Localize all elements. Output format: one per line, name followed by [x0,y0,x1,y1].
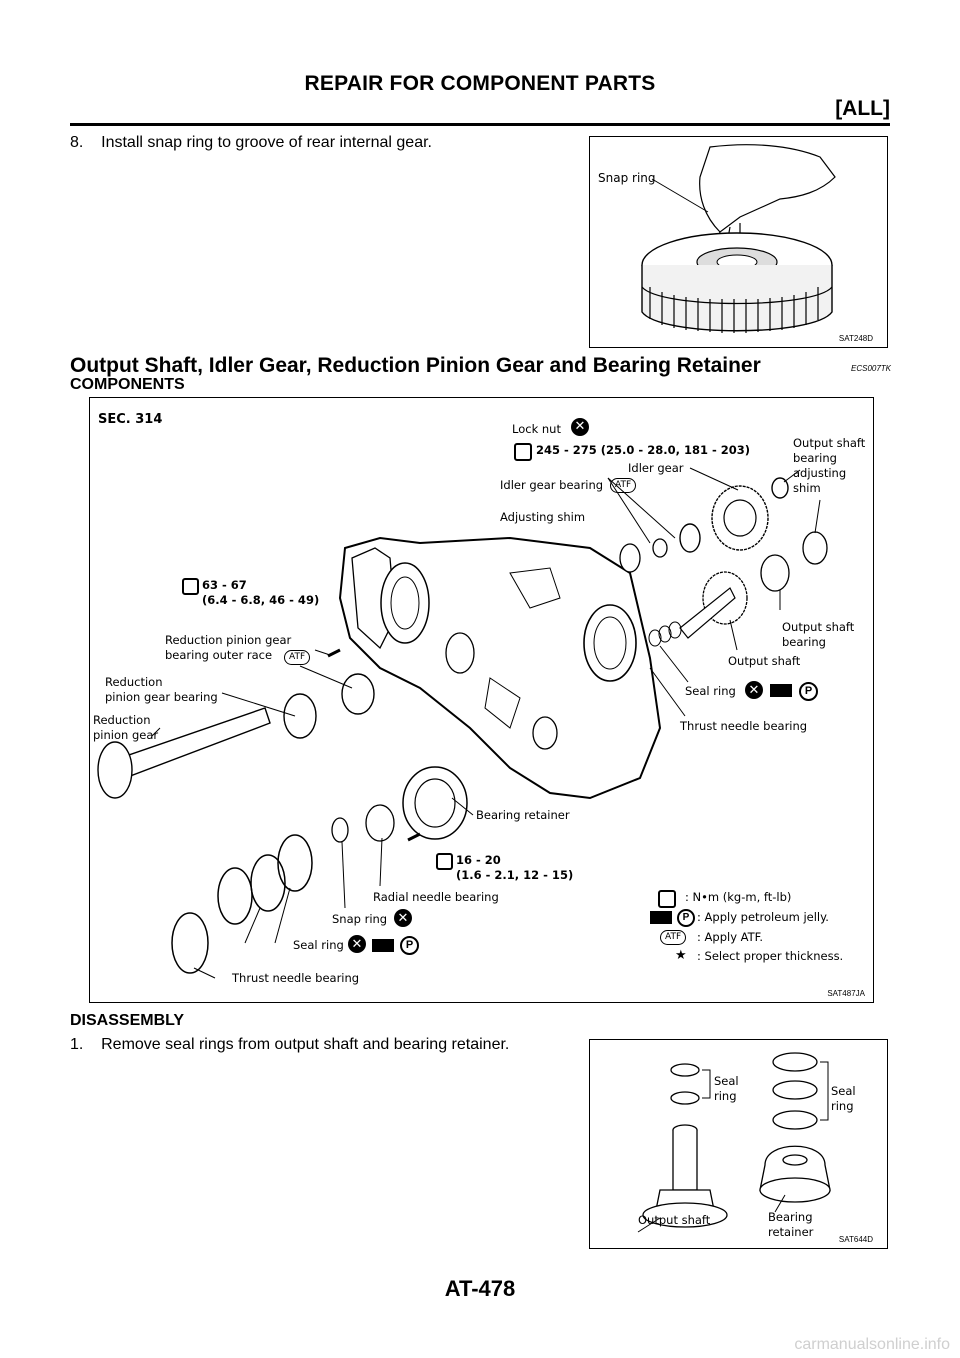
watermark-url[interactable]: carmanualsonline.info [794,1336,950,1353]
star-icon: ★ [675,947,687,962]
p-badge-seal-right: P [799,682,818,701]
seal-ring-left-label: Seal ring [293,938,344,952]
torque-icon-low [436,853,453,870]
section-id: ECS007TK [851,364,892,373]
disassembly-step-1: 1. Remove seal rings from output shaft a… [70,1036,510,1053]
atf-badge-idler: ATF [610,478,637,493]
legend-atf-text: : Apply ATF. [697,930,764,944]
disassembly-heading: DISASSEMBLY [70,1012,185,1029]
torque-icon [514,443,532,461]
discard-icon: ✕ [571,418,589,436]
legend-petroleum-text: : Apply petroleum jelly. [697,910,829,924]
bearing-retainer-label: Bearing retainer [476,808,570,822]
figure-snap-ring: Snap ring SAT248D [589,136,888,348]
torque-spec-mid: 63 - 67 (6.4 - 6.8, 46 - 49) [202,578,320,607]
seal-ring-right-label: Seal ring [831,1084,856,1113]
discard-icon-seal-left: ✕ [348,935,366,953]
figure-code: SAT248D [838,334,873,343]
radial-needle-bearing-label: Radial needle bearing [373,890,499,904]
output-shaft-label: Output shaft [638,1213,711,1227]
reduction-pinion-gear-bearing-label: Reduction pinion gear bearing [105,675,218,704]
figure-seal-rings: Seal ring Seal ring Output shaft Bearing… [589,1039,888,1249]
adjusting-shim-label: Adjusting shim [500,510,586,524]
petroleum-jelly-icon [650,911,672,924]
p-badge-legend: P [677,909,695,927]
snap-ring-label: Snap ring [332,912,388,926]
reduction-pinion-outer-race-label: Reduction pinion gear bearing outer race [165,633,292,662]
discard-icon-snap-ring: ✕ [394,909,412,927]
lock-nut-label: Lock nut [512,422,561,436]
page-number: AT-478 [444,1276,516,1301]
torque-spec-low: 16 - 20 (1.6 - 2.1, 12 - 15) [456,853,574,882]
idler-gear-bearing-label: Idler gear bearing [500,478,604,492]
page-title: REPAIR FOR COMPONENT PARTS [304,72,656,95]
components-heading: COMPONENTS [70,376,185,393]
petroleum-jelly-icon-seal-left [372,939,394,952]
sec-number: SEC. 314 [98,412,163,427]
seal-ring-left-label: Seal ring [714,1074,739,1103]
petroleum-jelly-icon-seal-right [770,684,792,697]
figure-components-exploded-view: SEC. 314 Lock nut ✕ 245 - 275 (25.0 - 28… [89,397,874,1003]
seal-rings-illustration [637,1052,831,1233]
idler-gear-label: Idler gear [628,461,684,475]
discard-icon-seal-right: ✕ [745,681,763,699]
figure-code: SAT644D [838,1235,873,1244]
gear-hand-illustration [641,144,836,333]
p-badge-seal-left: P [400,936,419,955]
figure-code: SAT487JA [827,989,865,998]
output-shaft-bearing-label: Output shaft bearing [782,620,855,649]
torque-icon-mid [182,578,199,595]
bearing-retainer-label: Bearing retainer [768,1210,814,1239]
legend-star-text: : Select proper thickness. [697,949,844,963]
seal-ring-right-label: Seal ring [685,684,736,698]
step-8-text: 8. Install snap ring to groove of rear i… [70,134,432,151]
exploded-view-illustration [97,467,828,979]
thrust-needle-bearing-right-label: Thrust needle bearing [680,719,808,733]
torque-spec-top: 245 - 275 (25.0 - 28.0, 181 - 203) [536,443,750,457]
section-tag: [ALL] [835,97,890,120]
thrust-needle-bearing-left-label: Thrust needle bearing [232,971,360,985]
torque-icon [658,890,676,908]
atf-icon: ATF [660,930,687,945]
section-title: Output Shaft, Idler Gear, Reduction Pini… [70,354,761,377]
output-shaft-bearing-adjusting-shim-label: Output shaft bearing adjusting shim [793,436,866,495]
snap-ring-label: Snap ring [598,171,656,185]
atf-badge-outer-race: ATF [284,650,311,665]
reduction-pinion-gear-label: Reduction pinion gear [93,713,159,742]
output-shaft-label: Output shaft [728,654,801,668]
header-rule [70,123,890,126]
legend-torque-text: : N•m (kg-m, ft-lb) [685,890,792,904]
